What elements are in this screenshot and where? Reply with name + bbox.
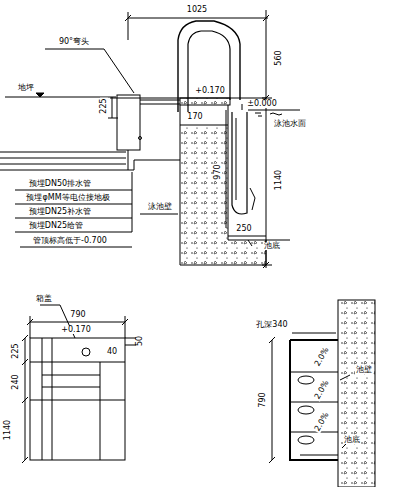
drawing-label: 40 (106, 348, 118, 356)
drawing-label: 90°弯头 (58, 38, 90, 46)
drawing-label: 790 (69, 311, 86, 319)
drawing-label: 560 (275, 49, 283, 66)
drawing-label: 泳池水面 (273, 120, 307, 128)
drawing-label: 1140 (275, 169, 283, 191)
drawing-label: 225 (12, 342, 20, 359)
drawing-label: 970 (214, 163, 222, 180)
drawing-label: 预埋DN25给管 (28, 222, 84, 230)
drawing-label: 孔深340 (255, 321, 288, 329)
drawing-label: 1140 (4, 419, 12, 441)
drawing-label: 1025 (186, 6, 208, 14)
drawing-label: 预埋DN50排水管 (28, 180, 92, 188)
drawing-label: 池底 (263, 242, 281, 250)
drawing-label: 管顶标高低于-0.700 (32, 237, 108, 245)
drawing-label: 预埋DN25补水管 (28, 208, 92, 216)
drawing-label: 池底 (343, 436, 361, 444)
drawing-label: +0.170 (60, 326, 92, 334)
drawing-label: 地坪 (17, 84, 35, 92)
drawing-label: 2.0% (313, 410, 331, 433)
drawing-label: 箱盖 (35, 295, 53, 303)
drawing-label: ±0.000 (246, 100, 278, 108)
drawing-label: 预埋φMM等电位接地极 (25, 194, 110, 202)
drawing-label: 790 (259, 391, 267, 408)
drawing-label: 170 (186, 113, 203, 121)
drawing-label: 240 (12, 373, 20, 390)
drawing-label: 2.0% (313, 345, 331, 368)
drawing-label: 225 (100, 97, 108, 114)
drawing-label: 泳池壁 (147, 203, 173, 211)
drawing-label: 池壁 (355, 366, 373, 374)
drawing-label: +0.170 (194, 87, 226, 95)
drawing-label: 250 (235, 225, 252, 233)
drawing-label: 2.0% (313, 378, 331, 401)
drawing-label: 50 (136, 335, 144, 347)
